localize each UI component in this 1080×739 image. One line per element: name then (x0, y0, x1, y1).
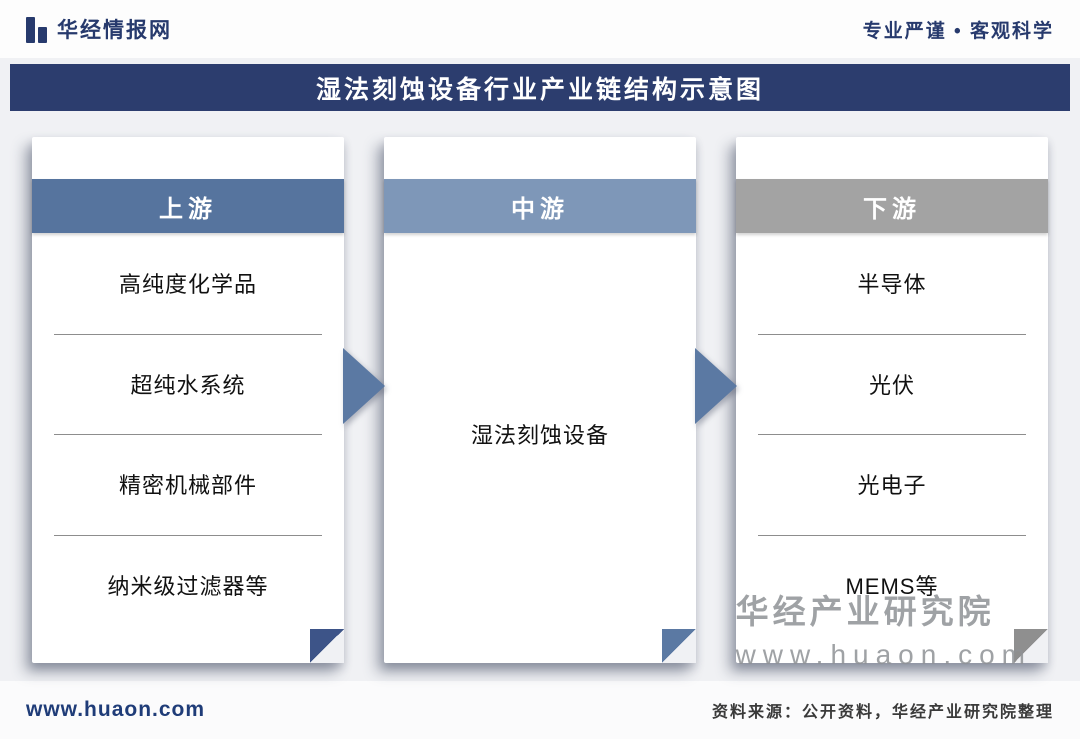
brand-logo: 华经情报网 (26, 14, 172, 44)
upstream-card: 上游 高纯度化学品 超纯水系统 精密机械部件 纳米级过滤器等 (32, 137, 344, 663)
bar-chart-logo-icon (26, 17, 47, 44)
card-top-space (32, 137, 344, 179)
page-title: 湿法刻蚀设备行业产业链结构示意图 (315, 75, 764, 104)
midstream-band: 中游 (384, 179, 696, 233)
chain-item: 高纯度化学品 (118, 272, 257, 298)
right-arrow-icon (695, 348, 737, 424)
watermark-brand: 华经产业研究院 (735, 593, 995, 630)
chain-item: 半导体 (857, 272, 927, 298)
chain-item: MEMS等 (736, 534, 1048, 636)
watermark: 华经产业研究院 www.huaon.com (736, 585, 1032, 671)
midstream-items: 湿法刻蚀设备 (384, 233, 696, 663)
card-top-space (384, 137, 696, 179)
card-top-space (736, 137, 1048, 179)
upstream-band: 上游 (32, 179, 344, 233)
upstream-items: 高纯度化学品 超纯水系统 精密机械部件 纳米级过滤器等 (32, 233, 344, 663)
midstream-label: 中游 (511, 195, 569, 223)
downstream-band: 下游 (736, 179, 1048, 233)
chain-item: 纳米级过滤器等 (32, 534, 344, 636)
page-fold-decoration (1014, 629, 1048, 663)
chain-item: 光伏 (736, 333, 1048, 435)
page-footer: www.huaon.com 资料来源：公开资料，华经产业研究院整理 (0, 681, 1080, 739)
main-section: 湿法刻蚀设备行业产业链结构示意图 上游 高纯度化学品 超纯水系统 精密机械部件 … (0, 58, 1080, 681)
page-fold-decoration (662, 629, 696, 663)
watermark-url: www.huaon.com (735, 639, 1032, 670)
right-arrow-icon (343, 348, 385, 424)
midstream-card: 中游 湿法刻蚀设备 (384, 137, 696, 663)
site-header: 华经情报网 专业严谨 • 客观科学 (0, 0, 1080, 58)
page-fold-decoration (310, 629, 344, 663)
chain-item: 湿法刻蚀设备 (470, 423, 609, 448)
brand-tagline: 专业严谨 • 客观科学 (862, 20, 1054, 42)
chain-item: 光电子 (736, 434, 1048, 535)
chain-item: 超纯水系统 (32, 333, 344, 435)
downstream-card: 下游 半导体 光伏 光电子 MEMS等 (736, 137, 1048, 663)
industry-chain-diagram: 上游 高纯度化学品 超纯水系统 精密机械部件 纳米级过滤器等 中游 湿法刻蚀 (10, 111, 1070, 663)
brand-name: 华经情报网 (57, 19, 172, 42)
upstream-label: 上游 (159, 195, 217, 223)
chain-item: 精密机械部件 (32, 434, 344, 535)
footer-site-url: www.huaon.com (26, 698, 206, 721)
downstream-label: 下游 (863, 195, 921, 223)
footer-source-note: 资料来源：公开资料，华经产业研究院整理 (711, 704, 1054, 721)
title-banner: 湿法刻蚀设备行业产业链结构示意图 (10, 64, 1070, 111)
downstream-items: 半导体 光伏 光电子 MEMS等 (736, 233, 1048, 663)
